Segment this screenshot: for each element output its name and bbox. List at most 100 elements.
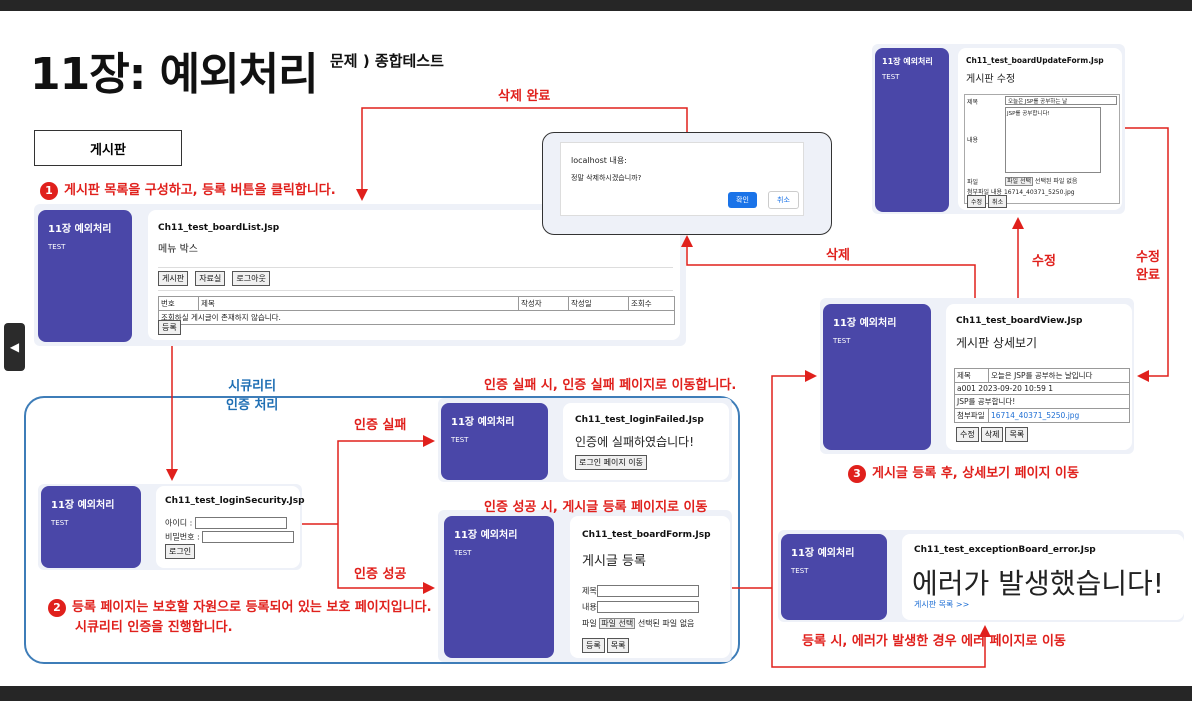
arrow-edit-done (1125, 127, 1169, 382)
edit-done-line1: 수정 (1136, 250, 1160, 265)
form-file-button[interactable]: 파일 선택 (599, 618, 636, 629)
boardform-card: Ch11_test_boardForm.Jsp 게시글 등록 제목 내용 파일 … (570, 516, 730, 658)
boardview-sidebar: 11장 예외처리 TEST (823, 304, 931, 450)
edit-done-label: 수정 완료 (1136, 249, 1160, 285)
list-button[interactable]: 목록 (1005, 427, 1029, 442)
pw-row: 비밀번호 : (165, 531, 295, 543)
sidebar-title: 11장 예외처리 (51, 500, 115, 511)
loginsecurity-sidebar: 11장 예외처리 TEST (41, 486, 141, 568)
title-input[interactable]: 오늘은 JSP를 공부하는 날 (1005, 96, 1117, 105)
top-bar (0, 0, 1192, 11)
auth-success-note: 인증 성공 시, 게시글 등록 페이지로 이동 (484, 500, 708, 515)
step3-number: 3 (848, 464, 866, 483)
step1-caption: 1 게시판 목록을 구성하고, 등록 버튼을 클릭합니다. (40, 179, 336, 200)
auth-fail-label: 인증 실패 (354, 418, 407, 433)
content-textarea[interactable]: JSP를 공부합니다! (1005, 107, 1101, 173)
auth-fail-note: 인증 실패 시, 인증 실패 페이지로 이동합니다. (484, 378, 737, 393)
sidebar-sub: TEST (882, 73, 900, 81)
id-row: 아이디 : (165, 517, 287, 529)
security-label-line1: 시큐리티 (228, 379, 277, 394)
updateform-card: Ch11_test_boardUpdateForm.Jsp 게시판 수정 제목 … (958, 48, 1122, 210)
step1-text: 게시판 목록을 구성하고, 등록 버튼을 클릭합니다. (64, 183, 336, 198)
boardform-heading: 게시글 등록 (582, 554, 646, 569)
divider (158, 290, 673, 291)
sidebar-sub: TEST (48, 243, 66, 251)
delete-done-label: 삭제 완료 (498, 89, 551, 104)
go-login-button[interactable]: 로그인 페이지 이동 (575, 455, 647, 470)
pw-input[interactable] (202, 531, 295, 543)
form-content-input[interactable] (596, 601, 699, 613)
boardlist-sidebar: 11장 예외처리 TEST (38, 210, 132, 342)
content-label: 내용 (967, 137, 979, 144)
updateform-sidebar: 11장 예외처리 TEST (875, 48, 949, 212)
prev-slide-button[interactable]: ◀ (4, 323, 25, 371)
menu-archive-button[interactable]: 자료실 (195, 271, 226, 286)
pw-label: 비밀번호 : (165, 532, 200, 542)
boardview-heading: 게시판 상세보기 (956, 336, 1038, 350)
delete-label: 삭제 (826, 248, 850, 263)
attach-value: 16714_40371_5250.jpg (1003, 189, 1075, 196)
errorpage-card: Ch11_test_exceptionBoard_error.Jsp 에러가 발… (902, 534, 1184, 620)
boardform-sidebar: 11장 예외처리 TEST (444, 516, 554, 658)
form-content-label: 내용 (582, 602, 597, 612)
menu-board-button[interactable]: 게시판 (158, 271, 189, 286)
arrow-auth-fail (337, 435, 435, 524)
delete-button[interactable]: 삭제 (980, 427, 1004, 442)
boardform-filename: Ch11_test_boardForm.Jsp (582, 530, 711, 540)
form-title-label: 제목 (582, 586, 597, 596)
empty-message: 조회하실 게시글이 존재하지 않습니다. (158, 310, 675, 325)
sidebar-sub: TEST (451, 436, 469, 444)
loginsecurity-filename: Ch11_test_loginSecurity.Jsp (165, 496, 305, 506)
arrow-to-error (771, 588, 991, 668)
form-title-input[interactable] (596, 585, 699, 597)
attachment-link[interactable]: 16714_40371_5250.jpg (988, 408, 1130, 423)
boardview-filename: Ch11_test_boardView.Jsp (956, 316, 1083, 326)
form-title-row: 제목 (582, 585, 699, 597)
menu-logout-button[interactable]: 로그아웃 (232, 271, 270, 286)
form-file-none: 선택된 파일 없음 (637, 619, 695, 628)
step2-number: 2 (48, 598, 66, 617)
id-input[interactable] (194, 517, 287, 529)
file-none: 선택된 파일 없음 (1034, 178, 1078, 185)
board-label-box: 게시판 (34, 130, 182, 166)
sidebar-title: 11장 예외처리 (791, 548, 855, 559)
sidebar-title: 11장 예외처리 (833, 318, 897, 329)
arrow-delete-done (356, 107, 688, 201)
edit-button[interactable]: 수정 (956, 427, 979, 442)
updateform-filename: Ch11_test_boardUpdateForm.Jsp (966, 56, 1104, 65)
dialog-cancel-button[interactable]: 취소 (768, 191, 799, 209)
edit-label: 수정 (1032, 254, 1056, 269)
loginfailed-card: Ch11_test_loginFailed.Jsp 인증에 실패하였습니다! 로… (563, 403, 729, 480)
loginfailed-sidebar: 11장 예외처리 TEST (441, 403, 548, 480)
security-label-line2: 인증 처리 (226, 398, 279, 413)
cell: 첨부파일 (954, 408, 989, 423)
dialog-ok-button[interactable]: 확인 (728, 192, 757, 208)
bottom-bar (0, 686, 1192, 701)
errorpage-filename: Ch11_test_exceptionBoard_error.Jsp (914, 545, 1096, 555)
update-cancel-button[interactable]: 취소 (988, 195, 1008, 208)
loginsecurity-card: Ch11_test_loginSecurity.Jsp 아이디 : 비밀번호 :… (156, 486, 305, 568)
file-select-button[interactable]: 파일 선택 (1005, 177, 1033, 186)
back-to-list-link[interactable]: 게시판 목록 >> (914, 600, 970, 609)
boardlist-menu: 게시판 자료실 로그아웃 (158, 266, 272, 286)
updateform-table: 제목 오늘은 JSP를 공부하는 날 내용 JSP를 공부합니다! 파일 파일 … (964, 94, 1120, 208)
step2-line1: 등록 페이지는 보호할 자원으로 등록되어 있는 보호 페이지입니다. (72, 600, 432, 615)
update-submit-button[interactable]: 수정 (967, 195, 987, 208)
sidebar-sub: TEST (454, 549, 472, 557)
id-label: 아이디 : (165, 518, 193, 528)
file-label: 파일 (967, 179, 979, 186)
login-button[interactable]: 로그인 (165, 544, 196, 559)
form-list-button[interactable]: 목록 (606, 638, 630, 653)
step1-number: 1 (40, 181, 58, 200)
title-label: 제목 (967, 99, 979, 106)
form-register-button[interactable]: 등록 (582, 638, 605, 653)
arrow-delete (681, 235, 976, 298)
sidebar-sub: TEST (51, 519, 69, 527)
sidebar-title: 11장 예외처리 (48, 224, 112, 235)
register-button[interactable]: 등록 (158, 320, 181, 335)
